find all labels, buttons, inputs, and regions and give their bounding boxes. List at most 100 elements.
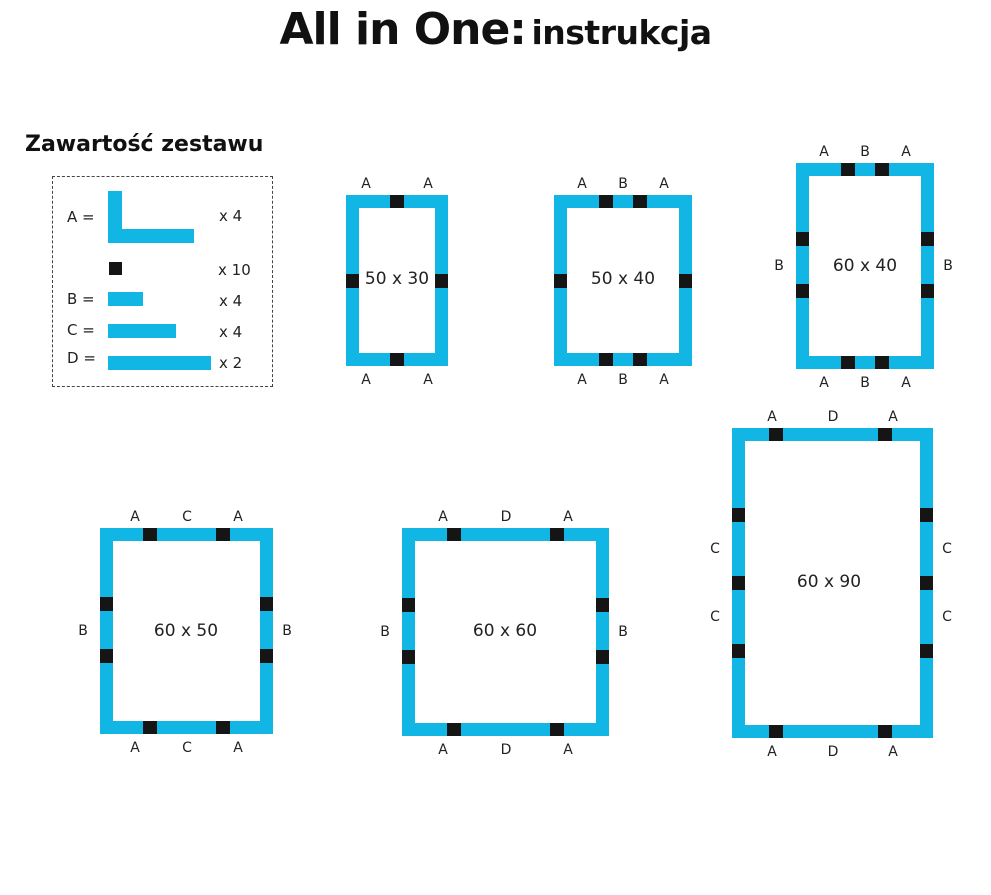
frame-piece-letter-bottom: C xyxy=(182,740,192,756)
frame-joint xyxy=(796,232,809,246)
frame-joint xyxy=(633,195,647,208)
frame-size-label: 60 x 50 xyxy=(153,621,219,641)
frame-joint xyxy=(216,721,230,734)
frame-piece-letter-bottom: D xyxy=(827,744,839,760)
kit-contents-box: A = x 4 x 10 B = x 4 C = x 4 D = x 2 xyxy=(52,176,273,387)
frame-joint xyxy=(596,650,609,664)
piece-c-count: x 4 xyxy=(219,323,243,341)
frame-piece-letter-top: D xyxy=(827,409,839,425)
frame-piece-letter-top: A xyxy=(233,509,243,525)
frame-joint xyxy=(878,725,892,738)
frame-piece-letter-bottom: A xyxy=(233,740,243,756)
piece-c-label: C = xyxy=(67,321,95,339)
frame-joint xyxy=(390,195,404,208)
frame-piece-letter-bottom: A xyxy=(819,375,829,391)
frame-joint xyxy=(921,232,934,246)
piece-b-bar xyxy=(108,292,143,306)
frame-piece-letter-top: A xyxy=(563,509,573,525)
frame-piece-letter-bottom: A xyxy=(659,372,669,388)
frame-piece-letter-top: A xyxy=(361,176,371,192)
frame-piece-letter-right: C xyxy=(942,541,952,557)
frame-piece-letter-bottom: A xyxy=(888,744,898,760)
frame-piece-letter-bottom: D xyxy=(500,742,512,758)
frame-piece-letter-top: B xyxy=(860,144,870,160)
frame-joint xyxy=(143,721,157,734)
frame-piece-letter-bottom: A xyxy=(423,372,433,388)
frame-piece-letter-right: B xyxy=(943,258,953,274)
frame-joint xyxy=(841,356,855,369)
frame-piece-letter-bottom: A xyxy=(563,742,573,758)
frame-joint xyxy=(921,284,934,298)
frame-side-top xyxy=(796,163,934,176)
frame-joint xyxy=(633,353,647,366)
frame-joint xyxy=(732,644,745,658)
piece-b-count: x 4 xyxy=(219,292,243,310)
piece-a-corner-horizontal xyxy=(108,229,194,243)
frame-joint xyxy=(143,528,157,541)
frame-joint xyxy=(841,163,855,176)
frame-size-label: 60 x 40 xyxy=(832,256,898,276)
frame-side-top xyxy=(402,528,609,541)
connector-count: x 10 xyxy=(218,261,251,279)
frame-piece-letter-top: A xyxy=(819,144,829,160)
piece-c-bar xyxy=(108,324,176,338)
frame-piece-letter-top: A xyxy=(577,176,587,192)
frame-joint xyxy=(599,195,613,208)
page-title-sub: instrukcja xyxy=(531,13,712,52)
frame-joint xyxy=(550,723,564,736)
frame-side-bottom xyxy=(796,356,934,369)
frame-joint xyxy=(260,597,273,611)
frame-side-top xyxy=(732,428,933,441)
frame-side-right xyxy=(596,528,609,736)
frame-side-bottom xyxy=(100,721,273,734)
frame-side-right xyxy=(260,528,273,734)
piece-a-label: A = xyxy=(67,208,95,226)
frame-joint xyxy=(796,284,809,298)
frame-joint xyxy=(732,576,745,590)
frame-piece-letter-left: C xyxy=(710,541,720,557)
frame-joint xyxy=(769,725,783,738)
frame-side-bottom xyxy=(732,725,933,738)
frame-size-label: 60 x 60 xyxy=(472,621,538,641)
frame-joint xyxy=(390,353,404,366)
frame-side-bottom xyxy=(554,353,692,366)
kit-contents-title: Zawartość zestawu xyxy=(25,132,264,157)
frame-piece-letter-right: B xyxy=(618,624,628,640)
frame-piece-letter-top: A xyxy=(130,509,140,525)
frame-piece-letter-top: D xyxy=(500,509,512,525)
piece-b-label: B = xyxy=(67,290,95,308)
frame-joint xyxy=(875,163,889,176)
frame-piece-letter-left: B xyxy=(78,623,88,639)
piece-d-bar xyxy=(108,356,211,370)
frame-joint xyxy=(346,274,359,288)
frame-piece-letter-bottom: B xyxy=(860,375,870,391)
frame-piece-letter-top: A xyxy=(438,509,448,525)
frame-piece-letter-top: A xyxy=(659,176,669,192)
frame-joint xyxy=(447,528,461,541)
page-title: All in One: instrukcja xyxy=(0,4,991,55)
frame-piece-letter-bottom: A xyxy=(577,372,587,388)
piece-d-count: x 2 xyxy=(219,354,243,372)
frame-side-top xyxy=(554,195,692,208)
frame-piece-letter-top: A xyxy=(423,176,433,192)
frame-joint xyxy=(260,649,273,663)
frame-joint xyxy=(554,274,567,288)
frame-piece-letter-left: B xyxy=(380,624,390,640)
frame-side-left xyxy=(796,163,809,369)
frame-piece-letter-left: B xyxy=(774,258,784,274)
frame-joint xyxy=(447,723,461,736)
frame-joint xyxy=(599,353,613,366)
frame-joint xyxy=(435,274,448,288)
frame-piece-letter-top: B xyxy=(618,176,628,192)
frame-piece-letter-bottom: A xyxy=(361,372,371,388)
frame-joint xyxy=(402,598,415,612)
connector-piece xyxy=(109,262,122,275)
frame-piece-letter-top: A xyxy=(767,409,777,425)
frame-joint xyxy=(920,644,933,658)
frame-joint xyxy=(920,508,933,522)
frame-size-label: 60 x 90 xyxy=(796,572,862,592)
